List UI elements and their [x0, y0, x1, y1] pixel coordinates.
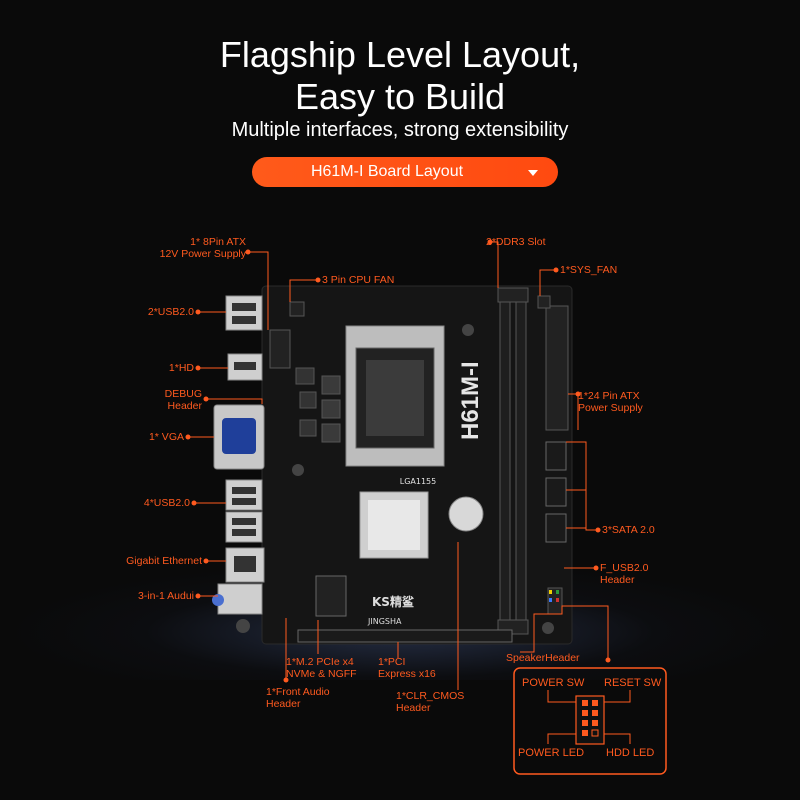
label-ddr3: 2*DDR3 Slot [486, 236, 546, 248]
reset-sw-label: RESET SW [604, 677, 662, 689]
usb-port-stack-1 [225, 479, 263, 511]
label-debug-line2: Header [167, 400, 202, 412]
label-m2: 1*M.2 PCIe x4 NVMe & NGFF [286, 656, 357, 680]
label-atx-24pin-line2: Power Supply [578, 402, 643, 414]
sata-port-3 [545, 513, 567, 543]
board-layout-dropdown[interactable]: H61M-I Board Layout [252, 157, 558, 187]
label-front-audio-line2: Header [266, 698, 301, 710]
model-marking: H61M-I [457, 361, 484, 440]
label-f-usb-line2: Header [600, 574, 635, 586]
label-front-audio: 1*Front Audio Header [266, 686, 330, 710]
mounting-hole [542, 622, 554, 634]
callout-dots [185, 239, 611, 683]
cmos-battery [448, 496, 484, 532]
label-sys-fan: 1*SYS_FAN [560, 264, 618, 276]
mounting-hole [292, 464, 304, 476]
front-panel-legend-box [513, 667, 667, 775]
label-clr-cmos-line1: 1*CLR_CMOS [396, 690, 465, 702]
label-f-usb: F_USB2.0 Header [600, 562, 648, 586]
mounting-hole [462, 324, 474, 336]
label-atx-8pin-line2: 12V Power Supply [159, 248, 246, 260]
dropdown-label: H61M-I Board Layout [310, 163, 464, 180]
label-m2-line1: 1*M.2 PCIe x4 [286, 656, 354, 668]
cpu-fan-header [289, 301, 305, 317]
caret-down-icon [528, 170, 538, 176]
label-f-usb-line1: F_USB2.0 [600, 562, 649, 574]
audio-port [217, 583, 263, 615]
label-audio: 3-in-1 Audui [137, 590, 194, 602]
label-usb2-4: 4*USB2.0 [143, 497, 190, 509]
pcie-x16-slot [297, 629, 513, 643]
mounting-hole [236, 619, 250, 633]
sata-port-2 [545, 477, 567, 507]
label-m2-line2: NVMe & NGFF [286, 668, 357, 680]
label-debug-line1: DEBUG [164, 388, 202, 400]
brand-text: JINGSHA [367, 617, 402, 626]
label-pcie-line1: 1*PCI [378, 656, 406, 668]
m2-slot [315, 575, 347, 617]
label-atx-8pin: 1* 8Pin ATX 12V Power Supply [150, 236, 246, 260]
label-pcie-line2: Express x16 [378, 668, 436, 680]
label-atx-24pin: 1*24 Pin ATX Power Supply [578, 390, 643, 414]
usb-port-top [225, 295, 263, 331]
power-sw-label: POWER SW [522, 677, 585, 689]
hdd-led-label: HDD LED [606, 747, 654, 759]
atx-24pin-connector [545, 305, 569, 431]
label-pcie: 1*PCI Express x16 [378, 656, 436, 680]
label-atx-8pin-line1: 1* 8Pin ATX [190, 236, 246, 248]
label-usb2-top: 2*USB2.0 [147, 306, 194, 318]
label-front-audio-line1: 1*Front Audio [266, 686, 330, 698]
title-line-1: Flagship Level Layout, [219, 34, 581, 75]
socket-marking: LGA1155 [400, 477, 437, 486]
label-clr-cmos: 1*CLR_CMOS Header [396, 690, 464, 714]
atx-8pin-connector [269, 329, 291, 369]
title-line-2: Easy to Build [294, 76, 506, 117]
label-cpu-fan: 3 Pin CPU FAN [322, 274, 395, 286]
label-atx-24pin-line1: 1*24 Pin ATX [578, 390, 640, 402]
usb-port-stack-2 [225, 511, 263, 543]
ddr3-slot-1 [499, 299, 511, 625]
brand-logo: KS精鲨 [372, 594, 414, 609]
subtitle: Multiple interfaces, strong extensibilit… [231, 119, 569, 141]
label-gigabit: Gigabit Ethernet [126, 555, 202, 567]
label-hd: 1*HD [168, 362, 194, 374]
label-clr-cmos-line2: Header [396, 702, 431, 714]
sata-port-1 [545, 441, 567, 471]
label-sata: 3*SATA 2.0 [602, 524, 655, 536]
sys-fan-header [537, 295, 551, 309]
power-led-label: POWER LED [518, 747, 584, 759]
front-panel-header-diagram [575, 695, 605, 745]
label-vga: 1* VGA [148, 431, 184, 443]
label-debug: DEBUG Header [140, 388, 202, 412]
ddr3-slot-2 [515, 299, 527, 625]
label-speaker: SpeakerHeader [506, 652, 580, 664]
